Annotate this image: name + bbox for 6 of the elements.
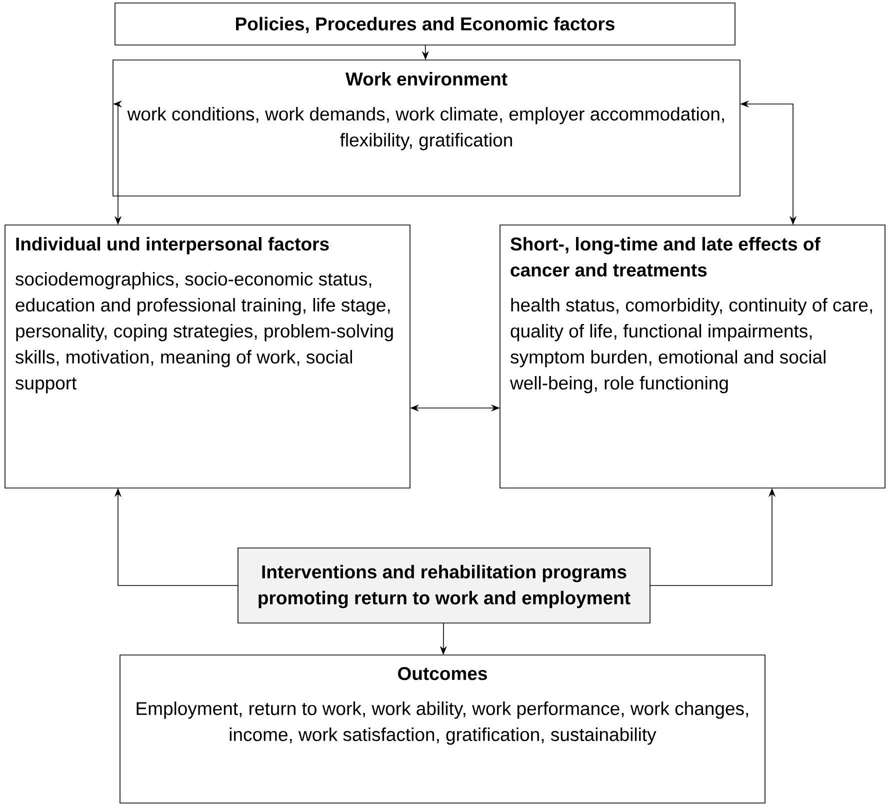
process-box: Interventions and rehabilitation programs promoting return to work and employment [238,548,650,624]
outcome-box: Outcomes Employment, return to work, work ability, work performance, work changes, income, work satisfaction, gratification, sustainability [120,654,766,804]
process-box: Work environment work conditions, work demands, work climate, employer accommodation, flexibility, gratification [112,60,740,196]
process-box: Short-, long-time and late effects of cancer and treatments health status, comorbidity, continuity of care, quality of life, functional impairments, symptom burden, emotional and social well-being, role functioning [500,224,886,488]
process-box: Individual und interpersonal factors sociodemographics, socio-economic status, education and professional training, life stage, personality, coping strategies, problem-solving skills, motivation, meaning of work, social support [4,224,410,488]
heading-box: Policies, Procedures and Economic factors [114,2,736,46]
